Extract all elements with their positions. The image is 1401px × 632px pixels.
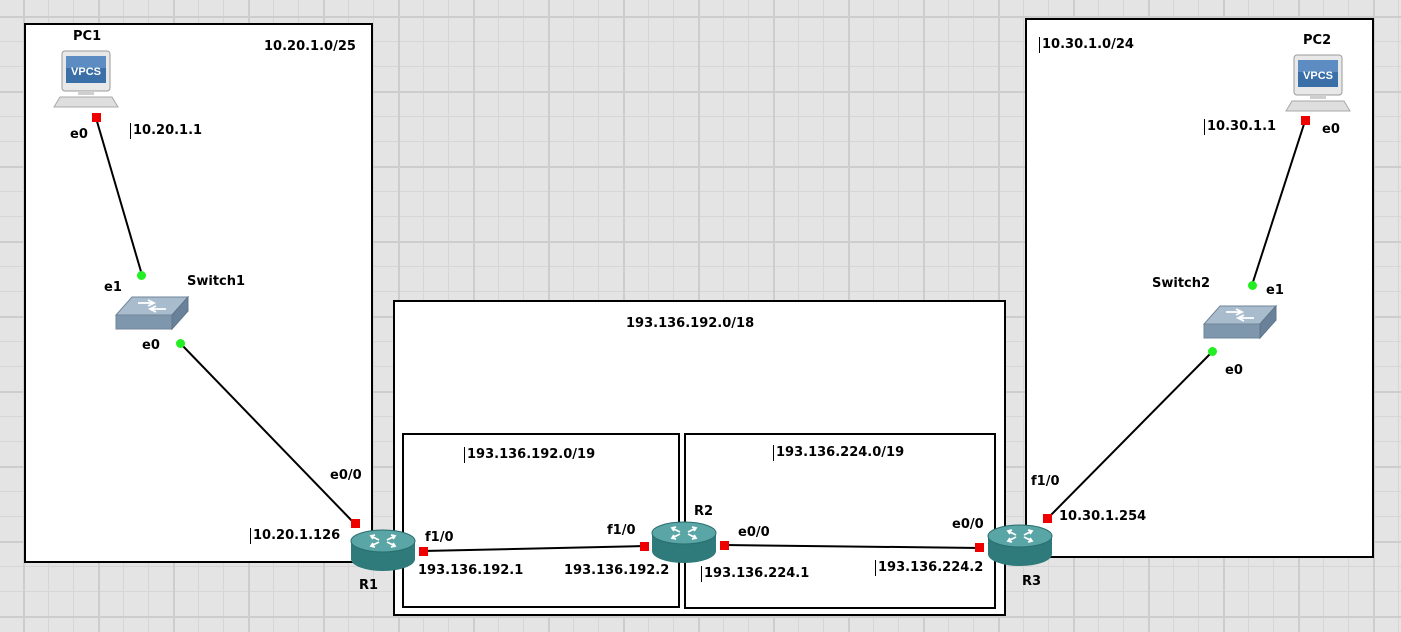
- vpcs-computer-icon: VPCS: [1285, 54, 1351, 112]
- link-r2-r3: [723, 544, 981, 549]
- pc2-label: PC2: [1303, 33, 1332, 48]
- pc2-e0-label: e0: [1322, 122, 1340, 137]
- switch1-node[interactable]: [114, 293, 190, 333]
- switch1-e1-label: e1: [104, 280, 122, 295]
- r2-e00-label: e0/0: [738, 525, 770, 540]
- pc2-address-note[interactable]: 10.30.1.1: [1204, 119, 1276, 135]
- r2-e00-port[interactable]: [720, 541, 729, 550]
- zone-label-right-net: 10.30.1.0/24: [1039, 37, 1134, 53]
- r3-label: R3: [1022, 574, 1042, 589]
- pc1-e0-label: e0: [70, 127, 88, 142]
- ethernet-switch-icon: [114, 295, 190, 331]
- r3-lan-address-note[interactable]: 10.30.1.254: [1059, 509, 1147, 524]
- switch2-node[interactable]: [1202, 302, 1278, 342]
- pc1-node[interactable]: VPCS: [52, 49, 120, 111]
- link-pc1-switch1: [95, 117, 143, 276]
- r3-e00-label: e0/0: [952, 517, 984, 532]
- link-switch2-pc2: [1251, 120, 1306, 286]
- r2-node[interactable]: [650, 519, 718, 567]
- zone-label-wan-sub2: 193.136.224.0/19: [773, 445, 904, 461]
- zone-left-lan[interactable]: [24, 23, 373, 563]
- vpcs-computer-icon: VPCS: [53, 50, 119, 108]
- router-icon: [350, 529, 416, 571]
- switch1-label: Switch1: [187, 274, 246, 289]
- zone-wan-sub1[interactable]: [402, 433, 680, 608]
- link-switch1-r1: [179, 342, 356, 525]
- r1-e00-label: e0/0: [330, 468, 362, 483]
- switch2-e0-label: e0: [1225, 363, 1243, 378]
- r3-f10-port[interactable]: [1043, 514, 1052, 523]
- switch2-e1-label: e1: [1266, 283, 1284, 298]
- pc1-label: PC1: [73, 29, 102, 44]
- r1-wan-address-note[interactable]: 193.136.192.1: [418, 563, 524, 578]
- zone-wan-sub2[interactable]: [684, 433, 996, 609]
- r3-e00-port[interactable]: [975, 543, 984, 552]
- pc2-node[interactable]: VPCS: [1284, 53, 1352, 115]
- svg-text:VPCS: VPCS: [71, 66, 101, 78]
- r1-node[interactable]: [349, 527, 417, 575]
- r2-f10-address-note[interactable]: 193.136.192.2: [564, 563, 670, 578]
- zone-label-left-net: 10.20.1.0/25: [264, 39, 356, 54]
- r1-lan-address-note[interactable]: 10.20.1.126: [250, 528, 340, 544]
- router-icon: [987, 524, 1053, 566]
- r2-f10-port[interactable]: [640, 542, 649, 551]
- r3-node[interactable]: [986, 522, 1054, 570]
- r1-e00-port[interactable]: [351, 519, 360, 528]
- r2-f10-label: f1/0: [607, 523, 636, 538]
- r2-e00-address-note[interactable]: 193.136.224.1: [701, 566, 809, 582]
- switch2-e0-port[interactable]: [1208, 347, 1217, 356]
- pc2-e0-port[interactable]: [1301, 116, 1310, 125]
- r3-f10-label: f1/0: [1031, 474, 1060, 489]
- pc1-e0-port[interactable]: [92, 113, 101, 122]
- pc1-address-note[interactable]: 10.20.1.1: [130, 123, 202, 139]
- r3-wan-address-note[interactable]: 193.136.224.2: [875, 560, 983, 576]
- link-r1-r2: [422, 545, 646, 552]
- r1-f10-port[interactable]: [419, 547, 428, 556]
- r1-label: R1: [359, 578, 379, 593]
- switch1-e0-label: e0: [142, 338, 160, 353]
- switch1-e0-port[interactable]: [176, 339, 185, 348]
- router-icon: [651, 521, 717, 563]
- zone-label-wan-sub1: 193.136.192.0/19: [464, 447, 595, 463]
- r2-label: R2: [694, 504, 714, 519]
- zone-label-wan-net: 193.136.192.0/18: [626, 316, 755, 331]
- switch2-label: Switch2: [1152, 276, 1211, 291]
- ethernet-switch-icon: [1202, 304, 1278, 340]
- switch2-e1-port[interactable]: [1248, 281, 1257, 290]
- switch1-e1-port[interactable]: [137, 271, 146, 280]
- svg-text:VPCS: VPCS: [1303, 70, 1333, 82]
- r1-f10-label: f1/0: [425, 530, 454, 545]
- link-r3-switch2: [1046, 351, 1213, 520]
